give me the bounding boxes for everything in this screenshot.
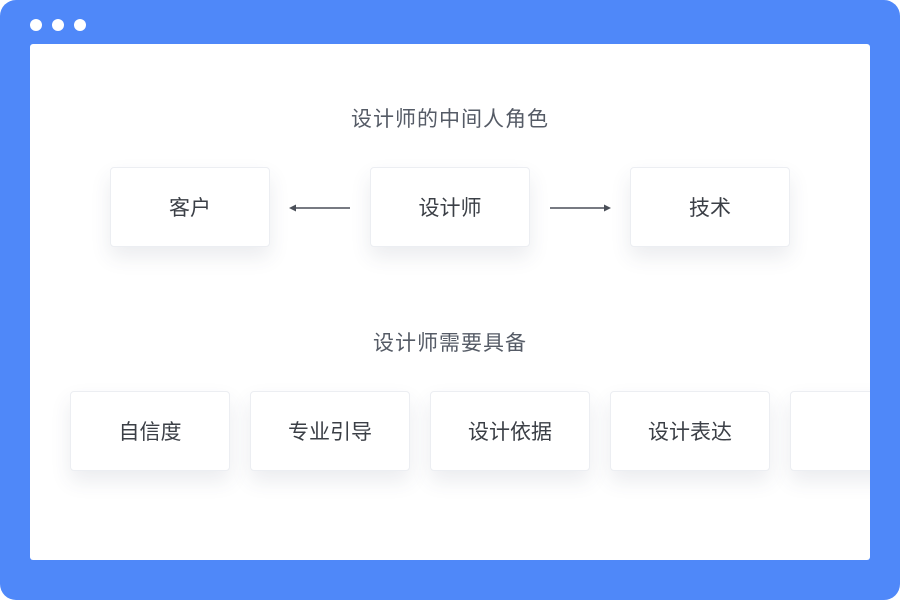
arrow-designer-to-tech <box>550 204 611 212</box>
section-title-role: 设计师的中间人角色 <box>351 107 549 131</box>
diagram-canvas: 设计师的中间人角色 客户 设计师 技术 设计师需要具备 自信度 专业引导 设计依… <box>30 44 870 560</box>
requirement-design-basis: 设计依据 <box>430 391 590 471</box>
requirement-confidence: 自信度 <box>70 391 230 471</box>
arrow-designer-to-client <box>289 204 350 212</box>
node-client: 客户 <box>110 167 270 247</box>
window-dot-3[interactable] <box>74 19 86 31</box>
requirement-design-expression: 设计表达 <box>610 391 770 471</box>
node-tech: 技术 <box>630 167 790 247</box>
section-title-requirements: 设计师需要具备 <box>373 331 527 355</box>
requirement-professional-guidance: 专业引导 <box>250 391 410 471</box>
window-controls <box>30 19 86 31</box>
node-designer: 设计师 <box>370 167 530 247</box>
window-dot-2[interactable] <box>52 19 64 31</box>
requirement-card-partial <box>790 391 870 471</box>
window-dot-1[interactable] <box>30 19 42 31</box>
